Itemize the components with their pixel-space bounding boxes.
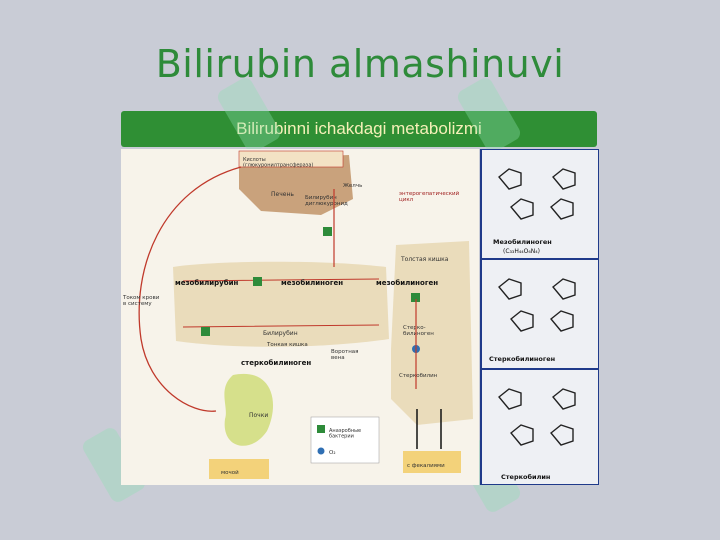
liver-label: Печень [271, 191, 294, 198]
feces-label: с фекалиями [407, 463, 445, 469]
diagram-figure: Печень Кислоты(глюкуронилтрансфераза) Же… [121, 149, 599, 485]
stercobilinogen-structure-name: Стеркобилиноген [489, 355, 555, 363]
stercobilin-structure [498, 388, 576, 446]
mesobilinogen-label-1: мезобилиноген [281, 279, 343, 287]
urine-label: мочой [221, 469, 239, 476]
bile-acids-label: Кислоты(глюкуронилтрансфераза) [243, 157, 313, 169]
kidney-shape [224, 373, 274, 446]
subtitle-banner: Bilirubinni ichakdagi metabolizmi [121, 111, 597, 147]
large-intestine-label: Толстая кишка [400, 256, 449, 263]
legend-box [310, 416, 380, 464]
gallbladder-label: Желчь [343, 183, 362, 189]
structures-panel [480, 149, 599, 485]
stercobilinogen-label: стеркобилиноген [241, 359, 311, 367]
mesobilinogen-structure [498, 168, 576, 220]
mesobilinogen-structure-name: Мезобилиноген [493, 238, 552, 246]
bacteria-marker [323, 227, 332, 236]
mesobilinogen-label-2: мезобилиноген [376, 279, 438, 287]
mesobilinogen-formula: (C₃₃H₄₄O₆N₄) [503, 248, 540, 255]
legend-oxygen-swatch [317, 447, 325, 455]
stercobilinogen-structure [498, 278, 576, 332]
small-intestine-label: Тонкая кишка [266, 342, 308, 348]
mesobilirubin-label: мезобилирубин [175, 279, 239, 287]
stercobilin-structure-name: Стеркобилин [501, 473, 550, 481]
liver-shape [239, 155, 353, 215]
stercobilin-label: Стеркобилин [399, 373, 438, 379]
large-intestine-shape [391, 241, 473, 425]
stercobilinogen-colon-label: Стерко-билиноген [403, 325, 434, 337]
slide-title: Bilirubin almashinuvi [155, 42, 565, 86]
bacteria-marker [201, 327, 210, 336]
bilirubin-small-label: Билирубин [263, 330, 298, 337]
kidney-label: Почки [249, 412, 268, 419]
legend-oxygen-label: O₂ [329, 450, 336, 456]
bacteria-marker [411, 293, 420, 302]
bacteria-marker [253, 277, 262, 286]
legend-bacteria-swatch [317, 425, 325, 433]
